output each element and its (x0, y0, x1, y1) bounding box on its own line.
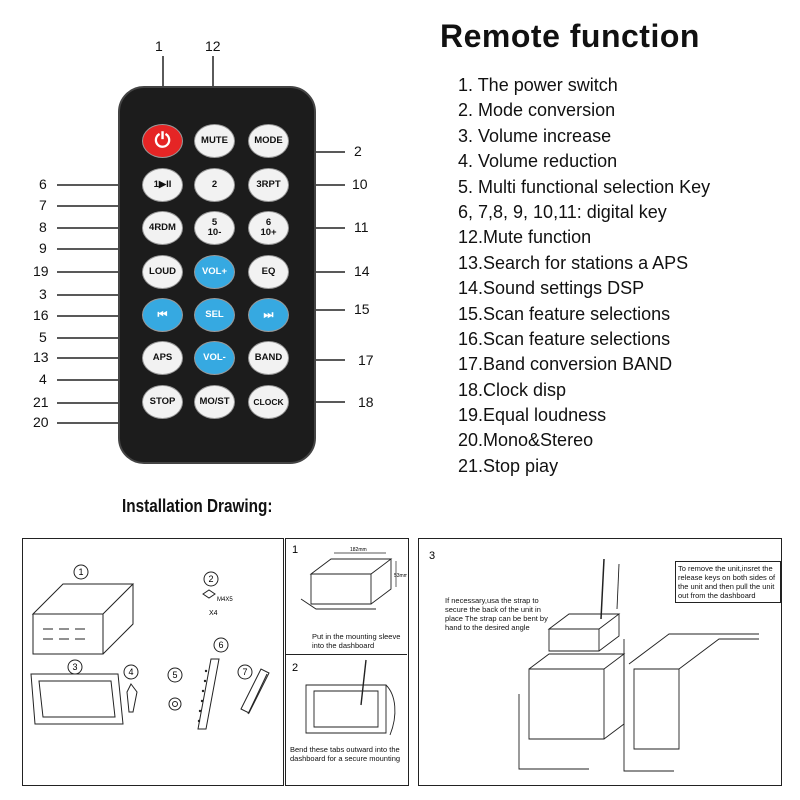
mounting-steps-panel: 1 182mm 53mm Put in the mounting sleeve … (285, 538, 409, 786)
mute-button[interactable]: MUTE (194, 124, 235, 158)
function-item: 1. The power switch (458, 75, 618, 95)
part-number: 2 (208, 574, 213, 584)
part-number: 3 (72, 662, 77, 672)
callout-11: 11 (354, 219, 369, 235)
callout-2: 2 (354, 143, 362, 159)
function-item: 14.Sound settings DSP (458, 278, 645, 299)
callout-18: 18 (358, 394, 374, 410)
select-button[interactable]: SEL (194, 298, 235, 332)
function-item: 21.Stop piay (458, 455, 559, 476)
step-2-caption: Bend these tabs outward into the dashboa… (290, 745, 401, 763)
key-1-play-pause[interactable]: 1▶II (142, 168, 183, 202)
parts-drawing: 1 2 3 4 5 6 7 M4X5 X4 (30, 564, 270, 730)
remote-function-title: Remote function (440, 18, 700, 54)
loud-button[interactable]: LOUD (142, 255, 183, 289)
callout-14: 14 (354, 263, 370, 279)
volume-down-button[interactable]: VOL- (194, 341, 235, 375)
power-icon: ⏻ (154, 130, 171, 152)
function-item: 19.Equal loudness (458, 405, 607, 426)
step-1: 1 182mm 53mm Put in the mounting sleeve … (286, 539, 408, 655)
key-4-random[interactable]: 4RDM (142, 211, 183, 245)
volume-up-button[interactable]: VOL+ (194, 255, 235, 289)
function-item: 4. Volume reduction (458, 151, 618, 172)
callout-13: 13 (33, 349, 49, 365)
parts-panel: 1 2 3 4 5 6 7 M4X5 X4 (22, 538, 284, 786)
skip-back-icon: ⏮ (157, 309, 168, 321)
power-button[interactable]: ⏻ (142, 124, 183, 158)
step-1-drawing: 1 182mm 53mm (292, 544, 408, 610)
callout-15: 15 (354, 301, 370, 317)
band-button[interactable]: BAND (248, 341, 289, 375)
clock-button[interactable]: CLOCK (248, 385, 289, 419)
function-item: 17.Band conversion BAND (458, 354, 673, 375)
height-dimension: 53mm (394, 573, 407, 579)
removal-note: To remove the unit,insret the release ke… (675, 561, 781, 603)
callout-4: 4 (39, 371, 47, 387)
callout-12: 12 (205, 38, 221, 54)
callout-17: 17 (358, 352, 374, 368)
stop-button[interactable]: STOP (142, 385, 183, 419)
key-5-minus10[interactable]: 5 10- (194, 211, 235, 245)
callout-8: 8 (39, 219, 47, 235)
callout-5: 5 (39, 329, 47, 345)
callout-7: 7 (39, 197, 47, 213)
next-button[interactable]: ⏭ (248, 298, 289, 332)
eq-button[interactable]: EQ (248, 255, 289, 289)
callout-16: 16 (33, 307, 49, 323)
callout-10: 10 (352, 176, 368, 192)
key-6-plus10[interactable]: 6 10+ (248, 211, 289, 245)
callout-3: 3 (39, 286, 47, 302)
callout-9: 9 (39, 240, 47, 256)
part-number: 6 (218, 640, 223, 650)
part-number: 7 (242, 667, 247, 677)
step-2: 2 Bend these tabs outward into the dashb… (286, 655, 407, 785)
callout-20: 20 (33, 414, 49, 430)
step-3-drawing: 3 (429, 550, 759, 772)
mono-stereo-button[interactable]: MO/ST (194, 385, 235, 419)
step-number: 3 (429, 550, 435, 562)
key-3-repeat[interactable]: 3RPT (248, 168, 289, 202)
step-number: 2 (292, 662, 298, 674)
removal-step-panel: 3 If necessary,usa the strap to secure t… (418, 538, 782, 786)
step-number: 1 (292, 544, 298, 556)
callout-21: 21 (33, 394, 49, 410)
mode-button[interactable]: MODE (248, 124, 289, 158)
callout-19: 19 (33, 263, 49, 279)
skip-forward-icon: ⏭ (263, 309, 274, 321)
screw-size-label: M4X5 (217, 597, 233, 603)
function-item: 12.Mute function (458, 227, 592, 248)
aps-button[interactable]: APS (142, 341, 183, 375)
function-item: 16.Scan feature selections (458, 328, 671, 349)
installation-title: Installation Drawing: (122, 496, 273, 516)
function-item: 5. Multi functional selection Key (458, 176, 711, 197)
part-number: 1 (78, 567, 83, 577)
width-dimension: 182mm (350, 547, 367, 553)
function-item: 6, 7,8, 9, 10,11: digital key (458, 201, 667, 222)
function-item: 3. Volume increase (458, 125, 612, 146)
screw-quantity-label: X4 (209, 610, 218, 617)
step-1-caption: Put in the mounting sleeve into the dash… (312, 632, 401, 650)
function-item: 13.Search for stations a APS (458, 252, 689, 273)
function-item: 20.Mono&Stereo (458, 430, 594, 451)
strap-note: If necessary,usa the strap to secure the… (445, 596, 548, 632)
key-2[interactable]: 2 (194, 168, 235, 202)
previous-button[interactable]: ⏮ (142, 298, 183, 332)
callout-6: 6 (39, 176, 47, 192)
function-item: 2. Mode conversion (458, 100, 616, 121)
function-item: 18.Clock disp (458, 379, 567, 400)
function-list: 1. The power switch 2. Mode conversion 3… (458, 73, 710, 479)
step-2-drawing: 2 (292, 659, 396, 736)
function-item: 15.Scan feature selections (458, 303, 671, 324)
part-number: 4 (128, 667, 133, 677)
part-number: 5 (172, 670, 177, 680)
callout-1: 1 (155, 38, 163, 54)
